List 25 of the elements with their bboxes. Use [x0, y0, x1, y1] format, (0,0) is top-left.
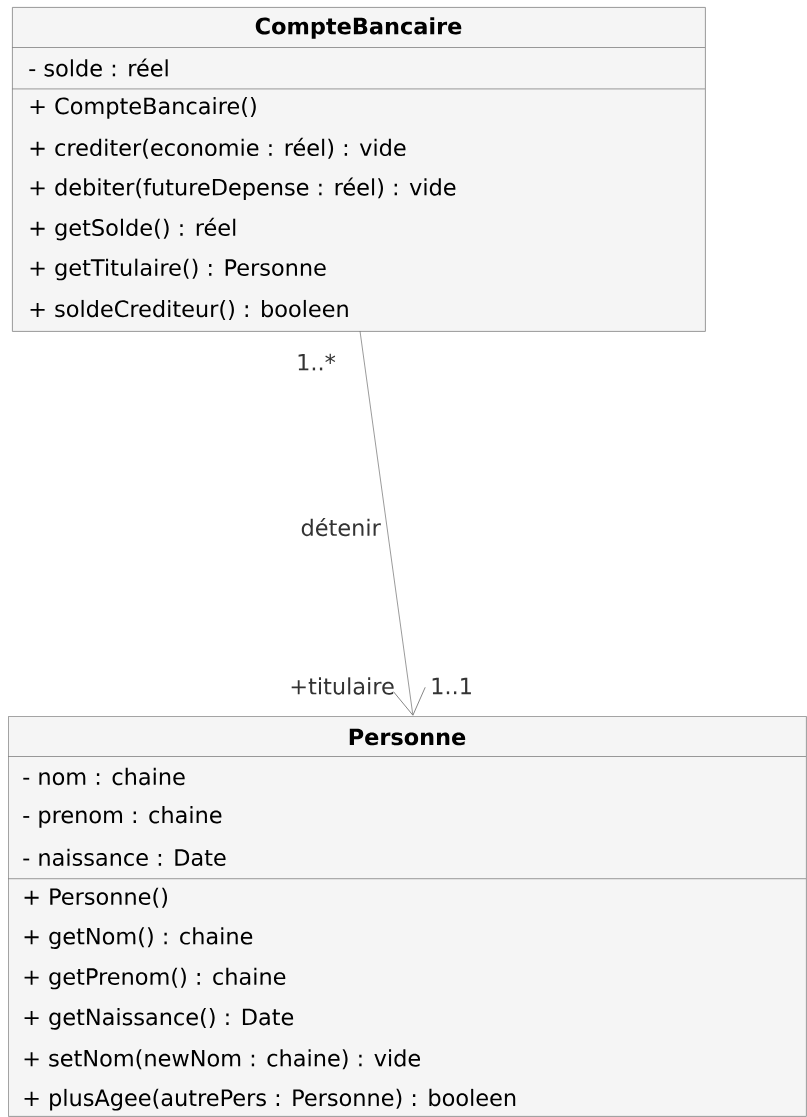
method-text: + soldeCrediteur() : booleen [30, 299, 348, 320]
method-text: + getSolde() : réel [30, 217, 236, 241]
multiplicity-label: +titulaire [291, 677, 394, 695]
attribute-text: - solde : réel [29, 58, 168, 77]
attribute-text: - naissance : Date [23, 848, 226, 866]
class-name: Personne [349, 728, 466, 746]
attribute-text: - nom : chaine [23, 767, 185, 786]
class-box [11, 7, 706, 332]
class-box [7, 716, 807, 1117]
method-text: + setNom(newNom : chaine) : vide [24, 1049, 420, 1070]
multiplicity-label: 1..1 [432, 677, 471, 695]
method-text: + getPrenom() : chaine [24, 967, 286, 990]
method-text: + crediter(economie : réel) : vide [30, 137, 406, 159]
method-text: + getNom() : chaine [24, 927, 253, 949]
method-text: + getTitulaire() : Personne [30, 258, 326, 281]
method-text: + CompteBancaire() [30, 97, 256, 119]
method-text: + plusAgee(autrePers : Personne) : booleen [24, 1088, 516, 1111]
method-text: + Personne() [24, 887, 167, 908]
method-text: + getNaissance() : Date [24, 1008, 294, 1030]
class-name: CompteBancaire [255, 17, 462, 39]
attribute-text: - prenom : chaine [23, 806, 222, 828]
multiplicity-label: 1..* [298, 353, 336, 371]
method-text: + debiter(futureDepense : réel) : vide [30, 177, 456, 200]
edge-label: détenir [301, 517, 381, 537]
association-arrow [359, 330, 426, 716]
